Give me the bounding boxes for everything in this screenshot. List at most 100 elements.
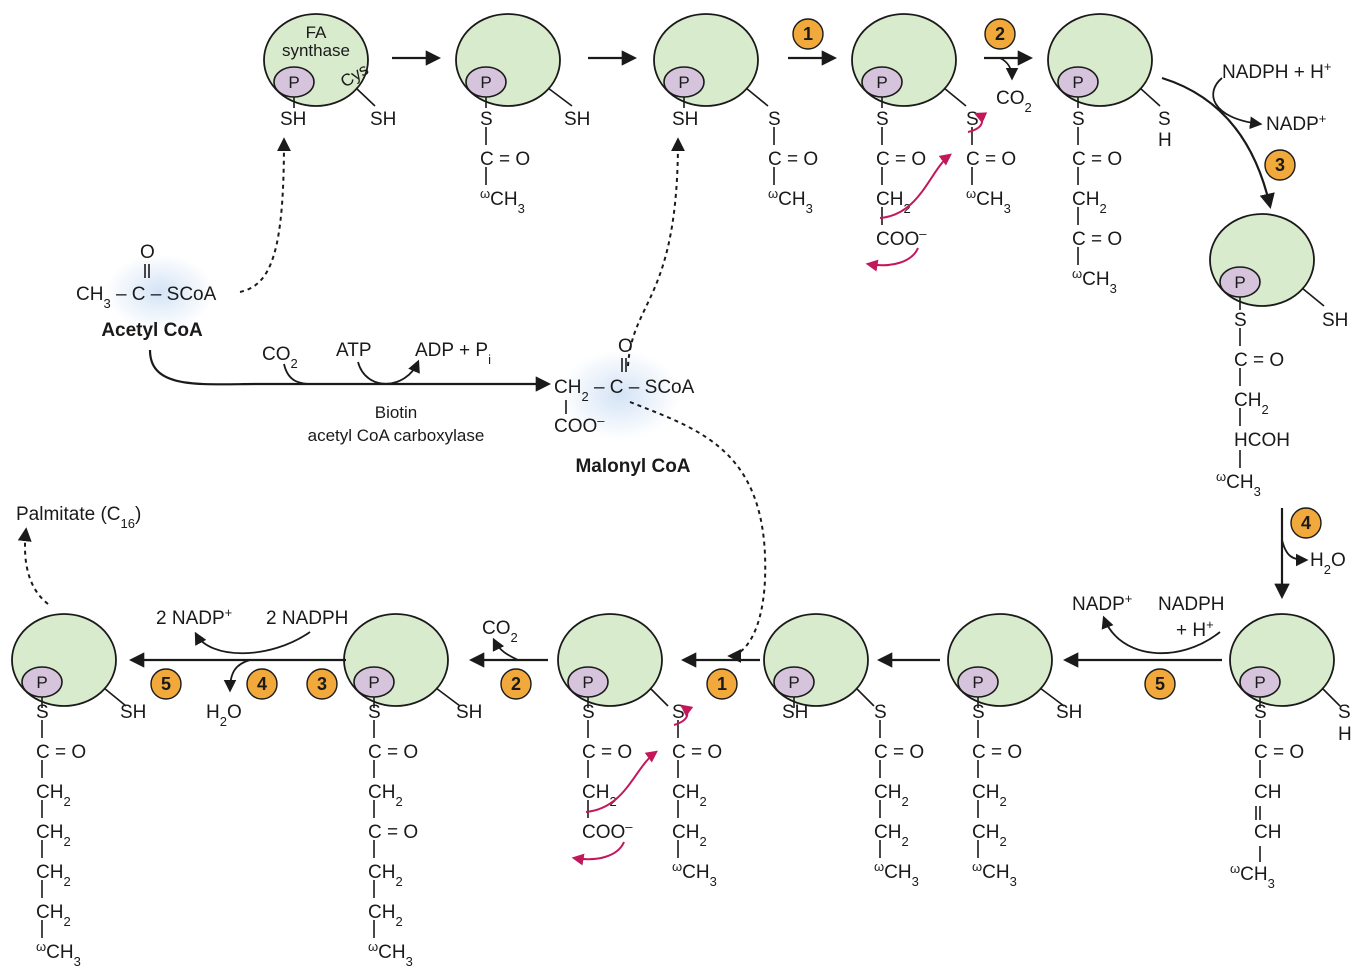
- sulfur: S: [1158, 109, 1171, 130]
- step-number: 2: [511, 674, 521, 694]
- cys-arm: [103, 687, 127, 707]
- malonyl-transfer-arrow: [627, 137, 685, 367]
- electron-arrow: [865, 247, 919, 272]
- cys-arm: [1301, 287, 1325, 307]
- step-badge-4: [1290, 507, 1322, 539]
- chain-group: ωCH3: [368, 939, 413, 969]
- chain-group: C = O: [368, 822, 418, 843]
- carboxylase-label: acetyl CoA carboxylase: [308, 426, 485, 445]
- chain-group: ωCH3: [972, 859, 1017, 889]
- chain-group: C = O: [480, 149, 530, 170]
- chain-group: C = O: [1072, 229, 1122, 250]
- cys-arm: [1039, 687, 1065, 707]
- chain-group: CH2: [874, 782, 909, 809]
- cys-arm: [855, 687, 875, 707]
- step-badge-3: [306, 668, 338, 700]
- chain-group: CH2: [1234, 390, 1269, 417]
- nadp-product: NADP+: [1072, 591, 1132, 616]
- chain-group: ωCH3: [672, 859, 717, 889]
- chain-group: S: [368, 702, 381, 723]
- nadp-product: NADP+: [1266, 111, 1326, 136]
- nadph-consumption-arrow: [194, 631, 311, 655]
- pantetheine-label: P: [36, 673, 47, 692]
- thiol-cys: SH: [456, 702, 482, 723]
- step-badge-4: [246, 668, 278, 700]
- chain-group: C = O: [1254, 742, 1304, 763]
- chain-group: COO–: [582, 819, 633, 844]
- chain-group: ωCH3: [874, 859, 919, 889]
- chain-group: CH2: [1072, 189, 1107, 216]
- step-badge-2: [500, 668, 532, 700]
- chain-group: CH2: [874, 822, 909, 849]
- cys-arm: [435, 687, 461, 707]
- chain-group: CH2: [672, 782, 707, 809]
- malonyl-coa-formula: CH2 – C – SCoA: [554, 377, 695, 404]
- cys-arm: [547, 87, 573, 107]
- chain-group: S: [582, 702, 595, 723]
- hydrogen: H: [1338, 724, 1352, 745]
- co2-release-arrow: [492, 637, 519, 661]
- enzyme-name: synthase: [282, 41, 350, 60]
- chain-group: ωCH3: [966, 186, 1011, 216]
- malonyl-carboxylate: COO–: [554, 413, 605, 438]
- electron-arrow: [585, 750, 658, 813]
- cys-arm: [1321, 687, 1341, 707]
- chain-group: CH2: [36, 862, 71, 889]
- pantetheine-label: P: [876, 73, 887, 92]
- cys-arm: [745, 87, 769, 107]
- acetyl-transfer-arrow: [239, 137, 291, 293]
- hydrogen: H: [1158, 130, 1172, 151]
- atp-reactant: ATP: [336, 340, 372, 361]
- nadph-reactant: NADPH: [1158, 594, 1225, 615]
- chain-group: C = O: [768, 149, 818, 170]
- chain-group: C = O: [966, 149, 1016, 170]
- chain-group: C = O: [672, 742, 722, 763]
- chain-group: CH2: [368, 782, 403, 809]
- chain-group: HCOH: [1234, 430, 1290, 451]
- nadp-product: 2 NADP+: [156, 605, 232, 630]
- palmitate-label: Palmitate (C16): [16, 504, 141, 531]
- co2-input-arrow: [283, 363, 313, 385]
- malonyl-second-round-arrow: [629, 401, 767, 663]
- chain-group: COO–: [876, 226, 927, 251]
- pantetheine-label: P: [582, 673, 593, 692]
- co2-release-arrow: [999, 57, 1019, 81]
- step-number: 4: [1301, 513, 1311, 533]
- chain-group: S: [966, 109, 979, 130]
- chain-group: C = O: [874, 742, 924, 763]
- enoyl-chain: SC = OCH: [1254, 702, 1304, 803]
- chain-group: CH2: [36, 822, 71, 849]
- biotin-label: Biotin: [375, 403, 418, 422]
- chain-group: S: [1234, 310, 1247, 331]
- chain-group: CH2: [368, 902, 403, 929]
- water-release-arrow: [1281, 539, 1309, 567]
- pantetheine-label: P: [1254, 673, 1265, 692]
- thiol-cys: SH: [370, 109, 396, 130]
- pantetheine-label: P: [480, 73, 491, 92]
- carbonyl-oxygen: O: [140, 242, 155, 263]
- chain-group: CH2: [972, 822, 1007, 849]
- step-number: 2: [995, 24, 1005, 44]
- chain-group: C = O: [972, 742, 1022, 763]
- step-badge-3: [1264, 149, 1296, 181]
- chain-group: ωCH3: [36, 939, 81, 969]
- step-number: 3: [317, 674, 327, 694]
- chain-group: C = O: [876, 149, 926, 170]
- chain-group: CH2: [368, 862, 403, 889]
- step-badge-5: [1144, 668, 1176, 700]
- malonyl-coa-glow: [560, 350, 680, 440]
- cys-arm: [1139, 87, 1161, 107]
- chain-group: CH2: [36, 782, 71, 809]
- pantetheine-label: P: [678, 73, 689, 92]
- pantetheine-label: P: [972, 673, 983, 692]
- step-badge-1: [792, 18, 824, 50]
- water-product: H2O: [206, 702, 242, 729]
- pantetheine-label: P: [288, 73, 299, 92]
